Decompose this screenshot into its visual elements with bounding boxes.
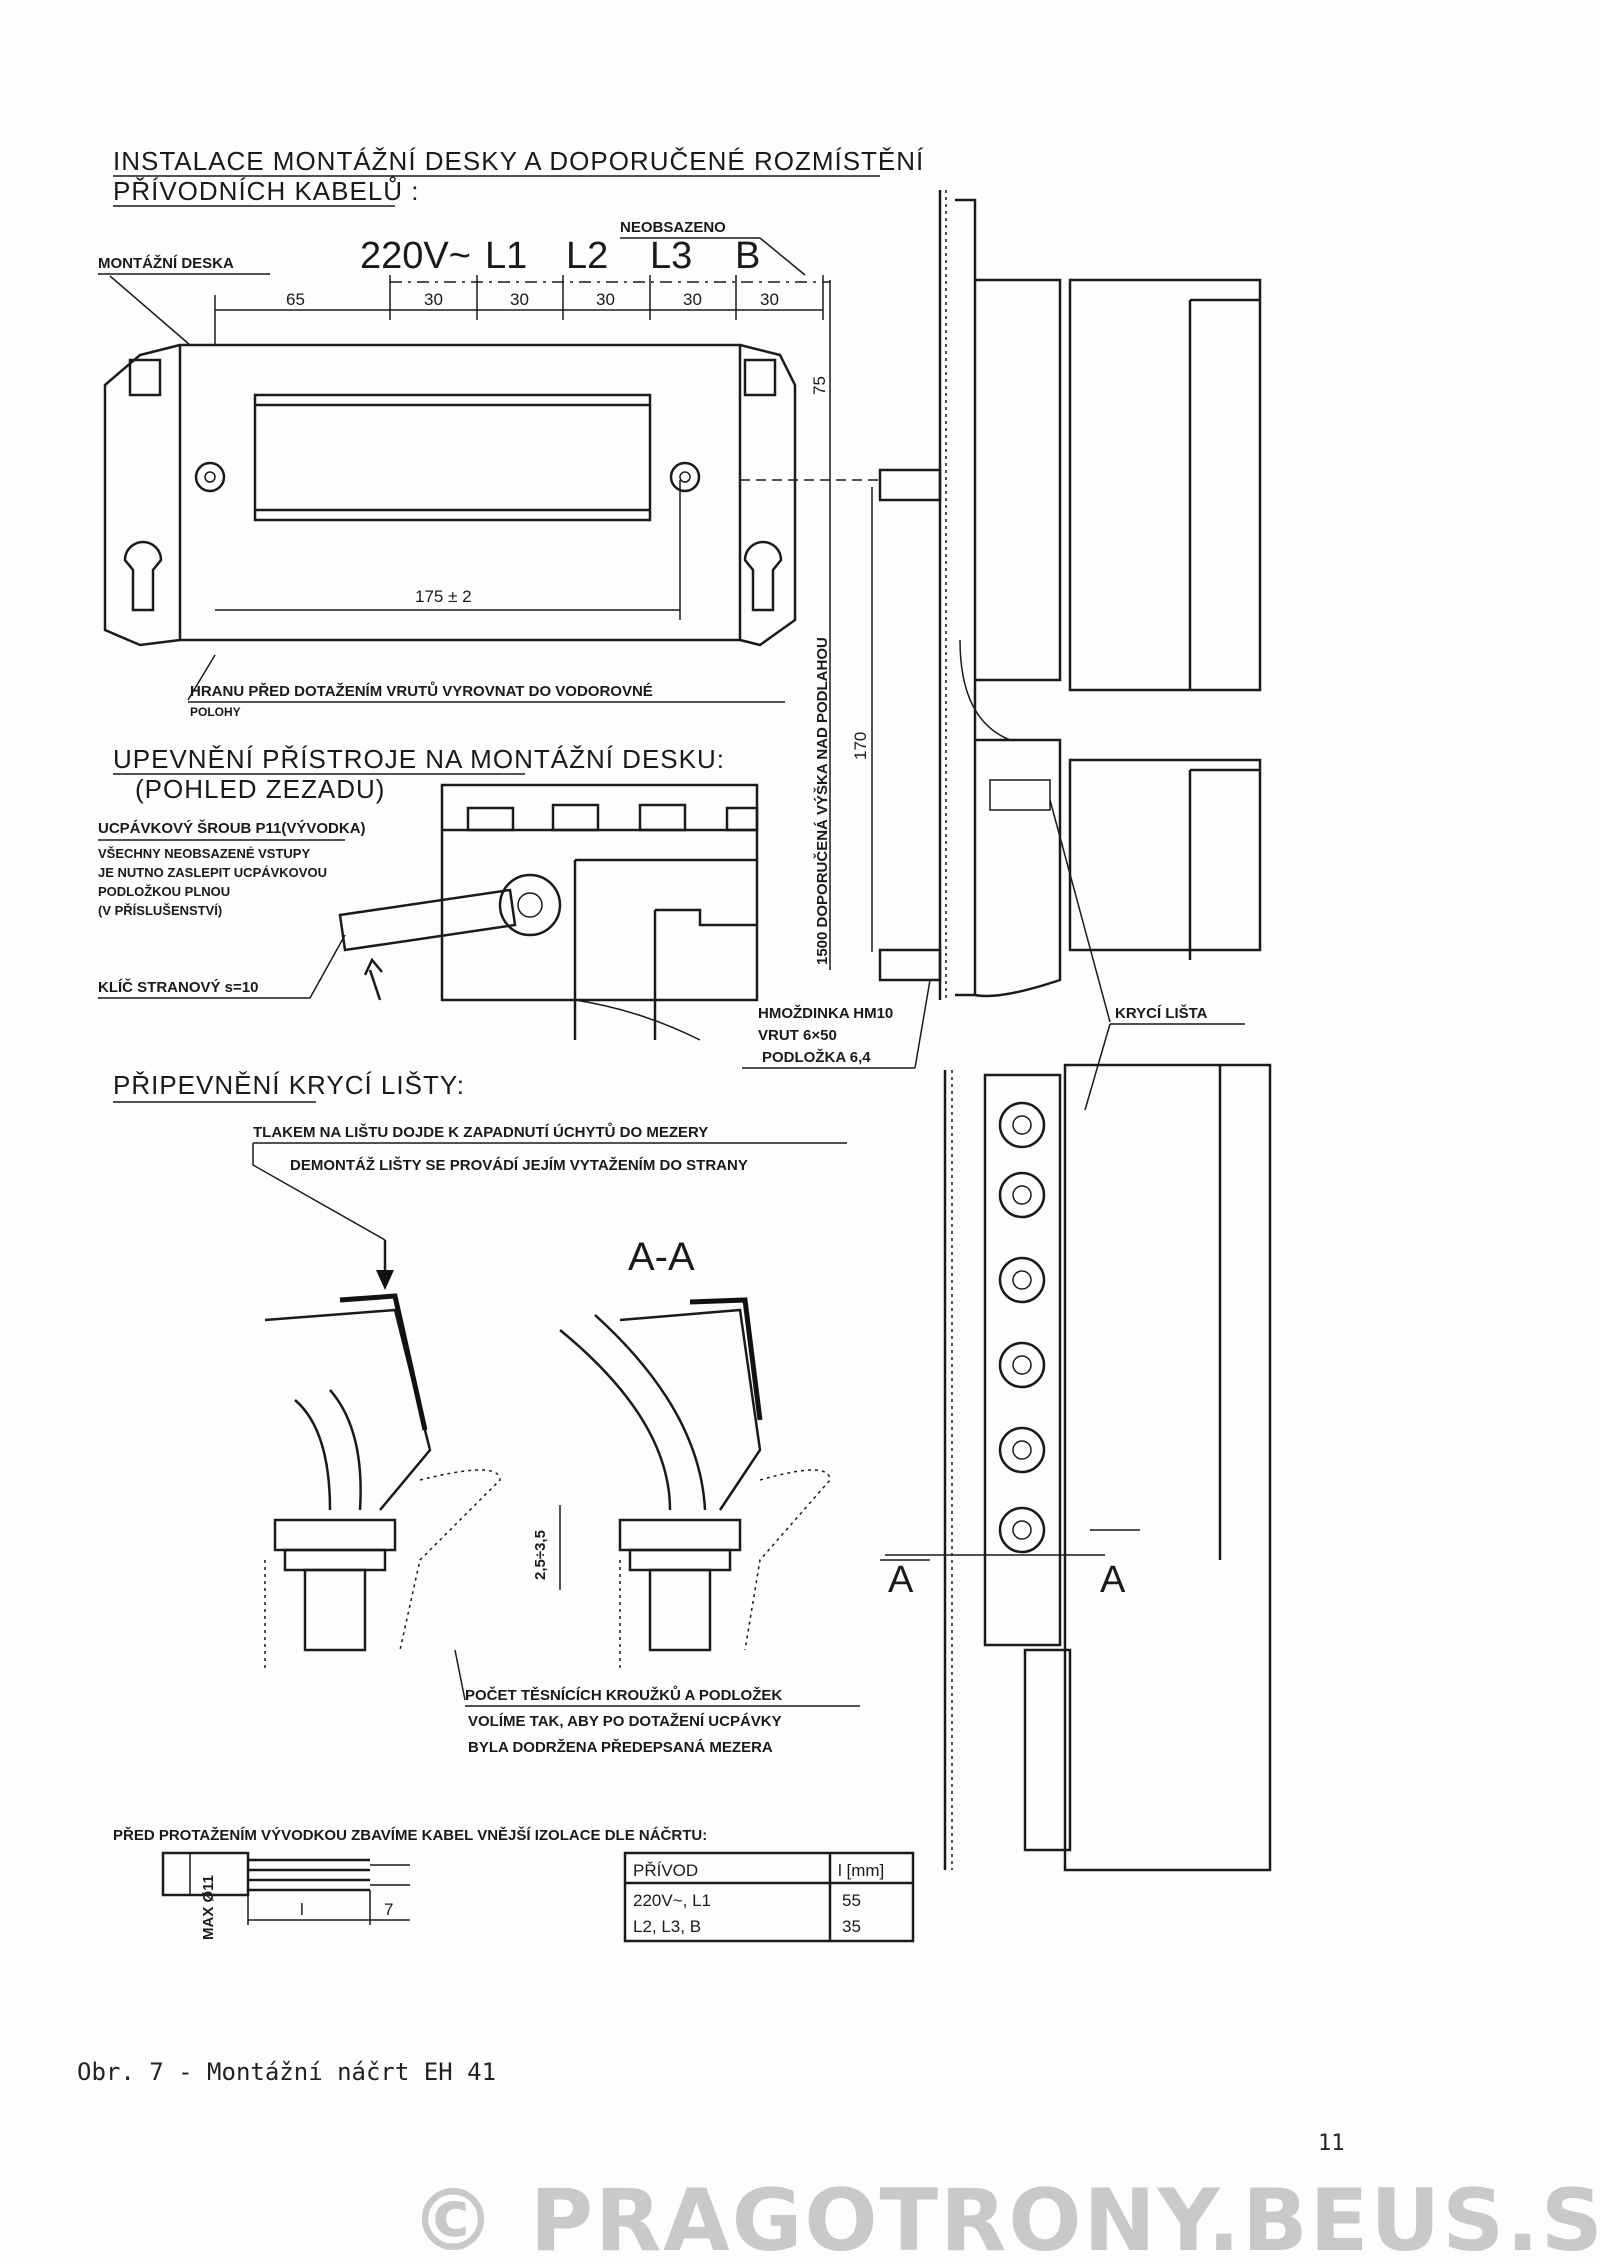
table-cell: 35 (842, 1917, 861, 1936)
gland-note-3: PODLOŽKOU PLNOU (98, 884, 230, 899)
snap-note-line2: DEMONTÁŽ LIŠTY SE PROVÁDÍ JEJÍM VYTAŽENÍ… (290, 1156, 748, 1174)
anchor-note-3: PODLOŽKA 6,4 (762, 1048, 871, 1066)
dim-75: 75 (810, 376, 829, 395)
cut-marker-left: A (888, 1559, 914, 1601)
dim-65: 65 (286, 290, 305, 309)
page-number: 11 (1318, 2131, 1345, 2156)
cut-marker-right: A (1100, 1559, 1126, 1601)
table-header-supply: PŘÍVOD (633, 1861, 698, 1880)
gap-dimension: 2,5÷3,5 (532, 1530, 549, 1580)
section1-title-line1: INSTALACE MONTÁŽNÍ DESKY A DOPORUČENÉ RO… (113, 146, 924, 176)
dim-l: l (300, 1900, 304, 1919)
terminal-l3: L3 (650, 235, 692, 277)
dim-30-a: 30 (424, 290, 443, 309)
table-cell: 220V~, L1 (633, 1891, 711, 1910)
section2-title: UPEVNĚNÍ PŘÍSTROJE NA MONTÁŽNÍ DESKU: (113, 744, 725, 774)
seal-note-1: POČET TĚSNÍCÍCH KROUŽKŮ A PODLOŽEK (465, 1685, 782, 1704)
section-cover-strip: PŘIPEVNĚNÍ KRYCÍ LIŠTY: TLAKEM NA LIŠTU … (113, 1063, 1272, 1872)
gland-label: UCPÁVKOVÝ ŠROUB P11(VÝVODKA) (98, 819, 366, 837)
terminal-220v: 220V~ (360, 235, 471, 277)
section2-subtitle: (POHLED ZEZADU) (135, 774, 385, 804)
terminal-l2: L2 (566, 235, 608, 277)
anchor-note-1: HMOŽDINKA HM10 (758, 1004, 893, 1022)
gland-note-2: JE NUTNO ZASLEPIT UCPÁVKOVOU (98, 865, 327, 880)
strip-length-table: PŘÍVOD l [mm] 220V~, L1 55 L2, L3, B 35 (623, 1851, 915, 1943)
cover-strip-label: KRYCÍ LIŠTA (1115, 1004, 1208, 1022)
gland-note-1: VŠECHNY NEOBSAZENÉ VSTUPY (98, 846, 310, 861)
edge-note-line1: HRANU PŘED DOTAŽENÍM VRUTŮ VYROVNAT DO V… (190, 681, 653, 700)
terminal-l1: L1 (485, 235, 527, 277)
dim-30-b: 30 (510, 290, 529, 309)
terminal-b: B (735, 235, 760, 277)
max-diameter: MAX Ø11 (200, 1875, 217, 1940)
section-aa-label: A-A (628, 1235, 695, 1279)
gland-note-4: (V PŘÍSLUŠENSTVÍ) (98, 903, 222, 918)
height-note: 1500 DOPORUČENÁ VÝŠKA NAD PODLAHOU (813, 637, 831, 965)
dim-7: 7 (384, 1900, 393, 1919)
strip-note: PŘED PROTAŽENÍM VÝVODKOU ZBAVÍME KABEL V… (113, 1826, 707, 1844)
section3-title: PŘIPEVNĚNÍ KRYCÍ LIŠTY: (113, 1070, 465, 1100)
wrench-label: KLÍČ STRANOVÝ s=10 (98, 978, 258, 996)
table-header-length: l [mm] (838, 1861, 884, 1880)
seal-note-2: VOLÍME TAK, ABY PO DOTAŽENÍ UCPÁVKY (468, 1712, 782, 1730)
edge-note-line2: POLOHY (190, 705, 241, 719)
dim-width: 175 ± 2 (415, 587, 472, 606)
seal-note-3: BYLA DODRŽENA PŘEDEPSANÁ MEZERA (468, 1738, 773, 1756)
unused-label: NEOBSAZENO (620, 219, 726, 236)
section-device-mounting: UPEVNĚNÍ PŘÍSTROJE NA MONTÁŽNÍ DESKU: (P… (98, 744, 1245, 1111)
gland-stack (998, 1101, 1046, 1554)
figure-caption: Obr. 7 - Montážní náčrt EH 41 (77, 2058, 496, 2086)
dim-30-e: 30 (760, 290, 779, 309)
plate-label: MONTÁŽNÍ DESKA (98, 254, 234, 272)
section1-title-line2: PŘÍVODNÍCH KABELŮ : (113, 175, 420, 206)
dim-30-d: 30 (683, 290, 702, 309)
dim-170: 170 (851, 732, 870, 760)
anchor-note-2: VRUT 6×50 (758, 1027, 837, 1044)
table-cell: 55 (842, 1891, 861, 1910)
table-cell: L2, L3, B (633, 1917, 701, 1936)
dim-30-c: 30 (596, 290, 615, 309)
section-plate-installation: INSTALACE MONTÁŽNÍ DESKY A DOPORUČENÉ RO… (98, 146, 924, 970)
side-view-drawing (878, 190, 1262, 1000)
section-cable-stripping: PŘED PROTAŽENÍM VÝVODKOU ZBAVÍME KABEL V… (113, 1826, 915, 1943)
watermark: © PRAGOTRONY.BEUS.SK (410, 2171, 1600, 2264)
snap-note-line1: TLAKEM NA LIŠTU DOJDE K ZAPADNUTÍ ÚCHYTŮ… (253, 1122, 708, 1141)
